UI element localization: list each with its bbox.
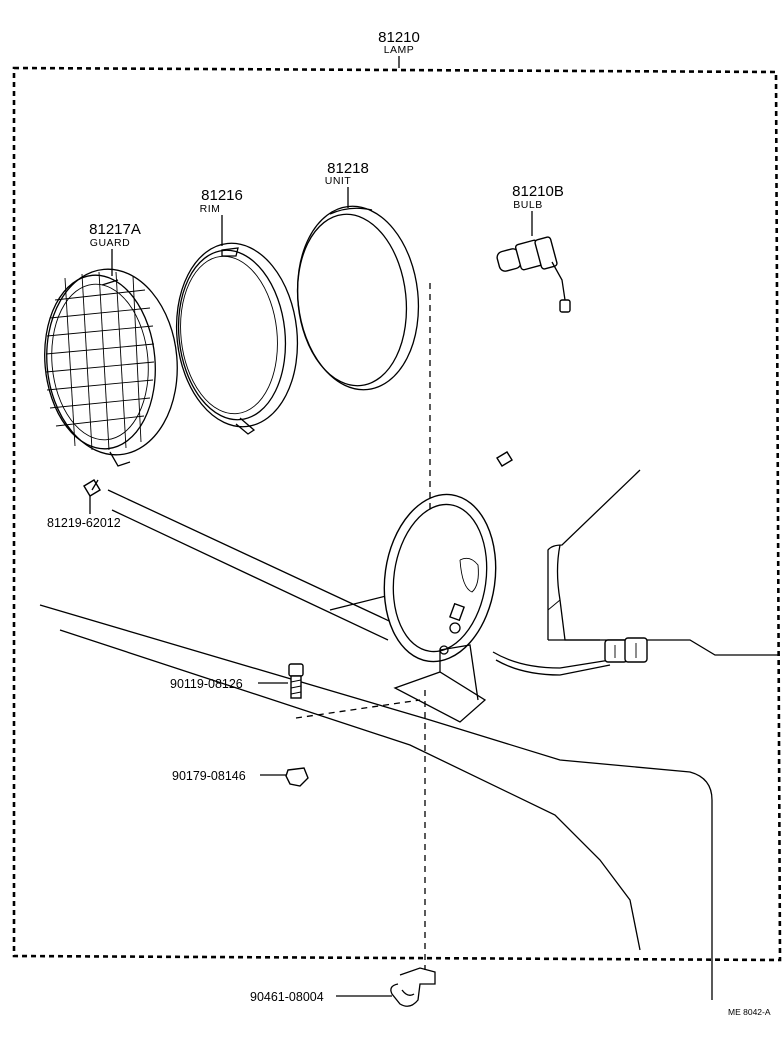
lamp-housing-drawing [383,493,648,723]
part-label-bulb: 81210B BULB [512,183,564,236]
nut-drawing [285,767,309,787]
part-number-unit: 81218 [327,160,369,177]
bumper-drawing [39,469,780,1000]
part-name-guard: GUARD [90,237,130,249]
bolt-drawing [288,663,304,699]
part-number-bolt: 90119-08126 [170,677,243,691]
part-label-clamp: 90461-08004 [250,990,392,1004]
assembly-number: 81210 [378,29,420,46]
guard-drawing [44,268,178,467]
part-number-nut: 90179-08146 [172,769,246,783]
rim-drawing [175,242,299,435]
part-label-rim: 81216 RIM [200,187,243,246]
part-label-guard-screw: 81219-62012 [47,496,121,530]
part-number-guard: 81217A [89,221,141,238]
part-name-bulb: BULB [513,199,542,211]
part-label-bolt: 90119-08126 [170,677,288,691]
clamp-drawing [390,967,436,1007]
part-label-guard: 81217A GUARD [89,221,141,276]
part-number-rim: 81216 [201,187,243,204]
reference-code: ME 8042-A [728,1007,771,1017]
part-label-unit: 81218 UNIT [325,160,369,208]
assembly-boundary [12,66,782,962]
part-name-unit: UNIT [325,175,352,187]
unit-drawing [296,205,420,391]
screw-drawing [83,451,513,497]
assembly-label: 81210 LAMP [378,29,420,68]
part-number-bulb: 81210B [512,183,564,200]
assembly-name: LAMP [384,44,415,56]
part-number-clamp: 90461-08004 [250,990,324,1004]
assembly-centerlines [295,283,431,970]
part-label-nut: 90179-08146 [172,769,286,783]
bulb-drawing [496,236,571,313]
part-number-guard-screw: 81219-62012 [47,516,121,530]
part-name-rim: RIM [200,203,221,215]
